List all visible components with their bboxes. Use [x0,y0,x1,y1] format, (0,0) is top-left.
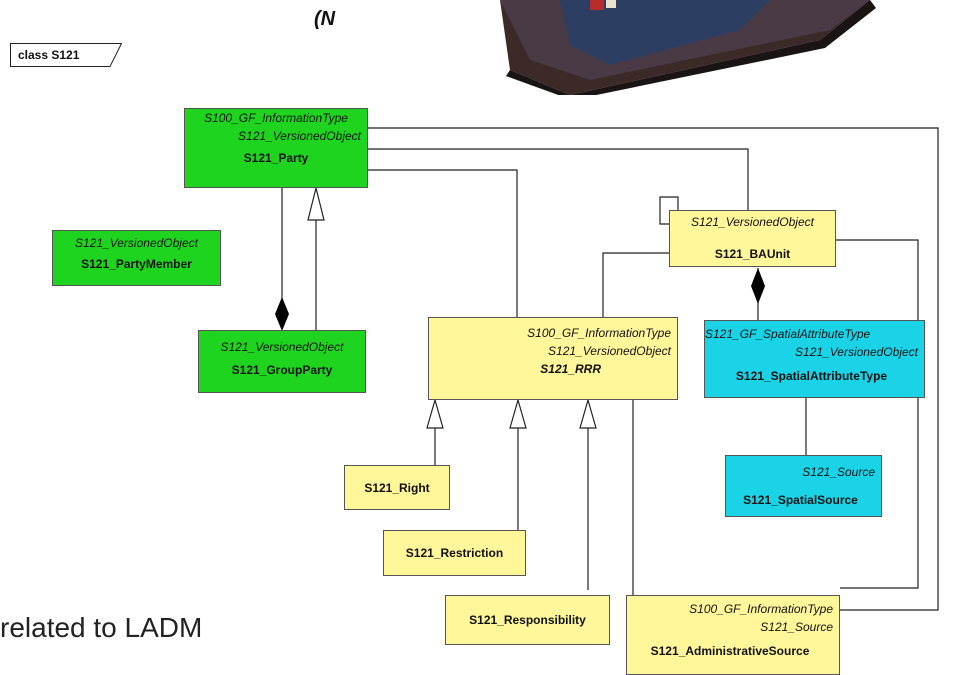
class-name: S121_AdministrativeSource [650,644,810,658]
stereotype-label: S121_GF_SpatialAttributeType [705,327,871,341]
stereotype-label: S121_VersionedObject [691,215,814,229]
class-name: S121_RRR [540,362,601,376]
stereotype-label: S121_Source [760,620,833,634]
class-s121-party[interactable]: S100_GF_InformationType S121_VersionedOb… [184,108,368,188]
stereotype-label: S121_VersionedObject [220,340,344,354]
class-name: S121_Party [243,151,309,165]
class-s121-spatialattributetype[interactable]: S121_GF_SpatialAttributeType S121_Versio… [704,320,925,398]
class-s121-spatialsource[interactable]: S121_Source S121_SpatialSource [725,455,882,517]
title-fragment: (N [314,8,336,30]
stereotype-label: S121_VersionedObject [75,236,198,250]
generalization-arrow [426,397,444,429]
class-name: S121_BAUnit [714,247,791,261]
class-name: S121_SpatialAttributeType [735,369,888,383]
class-s121-rrr[interactable]: S100_GF_InformationType S121_VersionedOb… [428,317,678,400]
class-s121-groupparty[interactable]: S121_VersionedObject S121_GroupParty [198,330,366,393]
stereotype-label: S100_GF_InformationType [689,602,833,616]
class-name: S121_PartyMember [81,257,192,271]
stereotype-label: S121_VersionedObject [238,129,361,143]
class-name: S121_GroupParty [231,363,333,377]
aggregation-diamond [275,297,289,331]
class-s121-partymember[interactable]: S121_VersionedObject S121_PartyMember [52,230,221,286]
class-s121-responsibility[interactable]: S121_Responsibility [445,595,610,645]
class-s121-restriction[interactable]: S121_Restriction [383,530,526,576]
generalization-arrow [307,187,325,221]
stereotype-label: S121_VersionedObject [795,345,918,359]
class-name: S121_Restriction [405,546,504,560]
aggregation-diamond [751,268,765,304]
diagram-frame-label: class S121 [10,43,122,67]
class-s121-baunit[interactable]: S121_VersionedObject S121_BAUnit [669,210,836,267]
terrain-illustration [500,0,876,95]
generalization-arrow [509,397,527,429]
class-name: S121_Right [364,481,430,495]
stereotype-label: S100_GF_InformationType [527,326,671,340]
stereotype-label: S121_Source [802,465,875,479]
class-s121-administrativesource[interactable]: S100_GF_InformationType S121_Source S121… [626,595,840,675]
stereotype-label: S121_VersionedObject [548,344,671,358]
frame-label-text: class S121 [18,48,80,62]
generalization-arrow [579,397,597,429]
stereotype-label: S100_GF_InformationType [204,111,348,125]
class-name: S121_Responsibility [469,613,586,627]
slide-caption-fragment: related to LADM [0,612,203,643]
class-s121-right[interactable]: S121_Right [344,465,450,510]
class-name: S121_SpatialSource [743,493,858,507]
